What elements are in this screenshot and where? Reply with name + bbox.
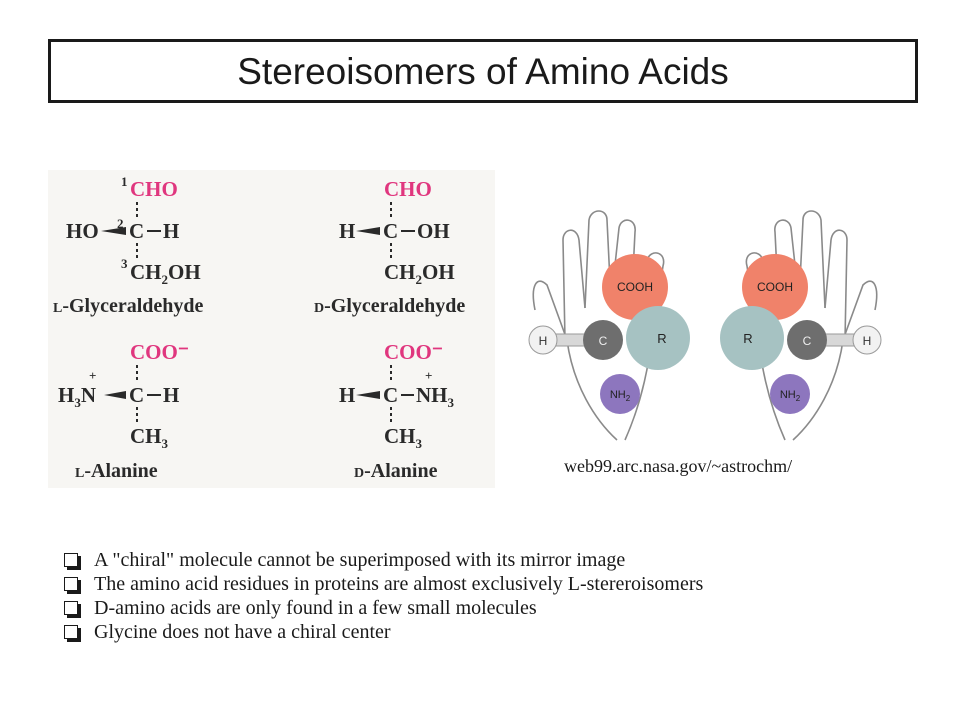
bullet-text: Glycine does not have a chiral center [94, 621, 391, 643]
l-alanine-right-group: H [163, 383, 179, 407]
chiral-hands-illustration: H COOH NH2 R C H COOH NH2 R C [525, 190, 885, 445]
l-glyceraldehyde-right-group: H [163, 219, 179, 243]
amino-group-sphere [600, 374, 640, 414]
l-glyceraldehyde-name: L-Glyceraldehyde [53, 295, 204, 317]
l-alanine-top-group: COO⁻ [130, 340, 189, 364]
l-glyceraldehyde-structure: 1 CHO HO 2 C H 3 CH2OH L-Glyceraldehyde [53, 174, 204, 317]
d-glyceraldehyde-top-group: CHO [384, 177, 432, 201]
carbon-number-1: 1 [121, 174, 128, 189]
bullet-text: The amino acid residues in proteins are … [94, 573, 704, 595]
d-glyceraldehyde-right-group: OH [417, 219, 450, 243]
bullet-item: Glycine does not have a chiral center [64, 620, 703, 644]
fischer-projection-panel: 1 CHO HO 2 C H 3 CH2OH L-Glyceraldehyde … [48, 170, 495, 488]
l-alanine-center: C [129, 383, 144, 407]
amino-group-sphere [770, 374, 810, 414]
d-alanine-structure: COO⁻ H C + NH3 CH3 D-Alanine [339, 340, 455, 482]
bullet-list: A "chiral" molecule cannot be superimpos… [64, 548, 703, 644]
alpha-carbon-sphere [787, 320, 827, 360]
d-alanine-right-group: NH3 [416, 383, 455, 410]
carbon-number-2: 2 [117, 216, 124, 231]
d-glyceraldehyde-left-group: H [339, 219, 355, 243]
carbon-label: C [803, 334, 812, 348]
d-glyceraldehyde-name: D-Glyceraldehyde [314, 295, 465, 317]
hollow-square-bullet-icon [64, 577, 81, 594]
l-glyceraldehyde-top-group: CHO [130, 177, 178, 201]
l-glyceraldehyde-center: C [129, 219, 144, 243]
hydrogen-atom [852, 325, 882, 355]
l-alanine-bottom-group: CH3 [130, 424, 169, 451]
r-group-label: R [743, 331, 752, 346]
hydrogen-atom [528, 325, 558, 355]
carbon-label: C [599, 334, 608, 348]
wedge-bond-left [356, 227, 380, 235]
r-group-label: R [657, 331, 666, 346]
l-glyceraldehyde-left-group: HO [66, 219, 99, 243]
l-alanine-charge: + [89, 368, 96, 383]
hydrogen-label: H [539, 334, 548, 348]
bullet-item: A "chiral" molecule cannot be superimpos… [64, 548, 703, 572]
image-credit: web99.arc.nasa.gov/~astrochm/ [564, 456, 793, 476]
wedge-bond-left [101, 227, 126, 235]
bullet-text: D-amino acids are only found in a few sm… [94, 597, 537, 619]
wedge-bond-left [356, 391, 380, 399]
carboxyl-group-sphere [742, 254, 808, 320]
right-hand-outline [745, 210, 878, 441]
d-glyceraldehyde-structure: CHO H C OH CH2OH D-Glyceraldehyde [314, 177, 465, 317]
carboxyl-label: COOH [617, 280, 653, 294]
hydrogen-label: H [863, 334, 872, 348]
l-glyceraldehyde-bottom-group: CH2OH [130, 260, 201, 287]
d-alanine-bottom-group: CH3 [384, 424, 423, 451]
right-molecule: H COOH NH2 R C [720, 254, 882, 414]
d-alanine-name: D-Alanine [354, 460, 438, 482]
carboxyl-group-sphere [602, 254, 668, 320]
hollow-square-bullet-icon [64, 625, 81, 642]
l-alanine-left-group: H3N [58, 383, 96, 410]
l-alanine-structure: COO⁻ + H3N C H CH3 L-Alanine [58, 340, 189, 482]
d-glyceraldehyde-bottom-group: CH2OH [384, 260, 455, 287]
r-group-sphere [626, 306, 690, 370]
bullet-text: A "chiral" molecule cannot be superimpos… [94, 549, 626, 571]
d-glyceraldehyde-center: C [383, 219, 398, 243]
d-alanine-charge: + [425, 368, 432, 383]
carboxyl-label: COOH [757, 280, 793, 294]
d-alanine-top-group: COO⁻ [384, 340, 443, 364]
amino-label: NH2 [780, 389, 801, 403]
d-alanine-center: C [383, 383, 398, 407]
page-title: Stereoisomers of Amino Acids [237, 51, 729, 92]
carbon-number-3: 3 [121, 256, 128, 271]
hollow-square-bullet-icon [64, 601, 81, 618]
l-alanine-name: L-Alanine [75, 460, 158, 482]
bullet-item: D-amino acids are only found in a few sm… [64, 596, 703, 620]
left-hand-outline [532, 210, 665, 441]
alpha-carbon-sphere [583, 320, 623, 360]
left-molecule: H COOH NH2 R C [528, 254, 690, 414]
title-box: Stereoisomers of Amino Acids [48, 39, 918, 103]
hollow-square-bullet-icon [64, 553, 81, 570]
r-group-sphere [720, 306, 784, 370]
wedge-bond-left [104, 391, 126, 399]
bullet-item: The amino acid residues in proteins are … [64, 572, 703, 596]
amino-label: NH2 [610, 389, 631, 403]
d-alanine-left-group: H [339, 383, 355, 407]
